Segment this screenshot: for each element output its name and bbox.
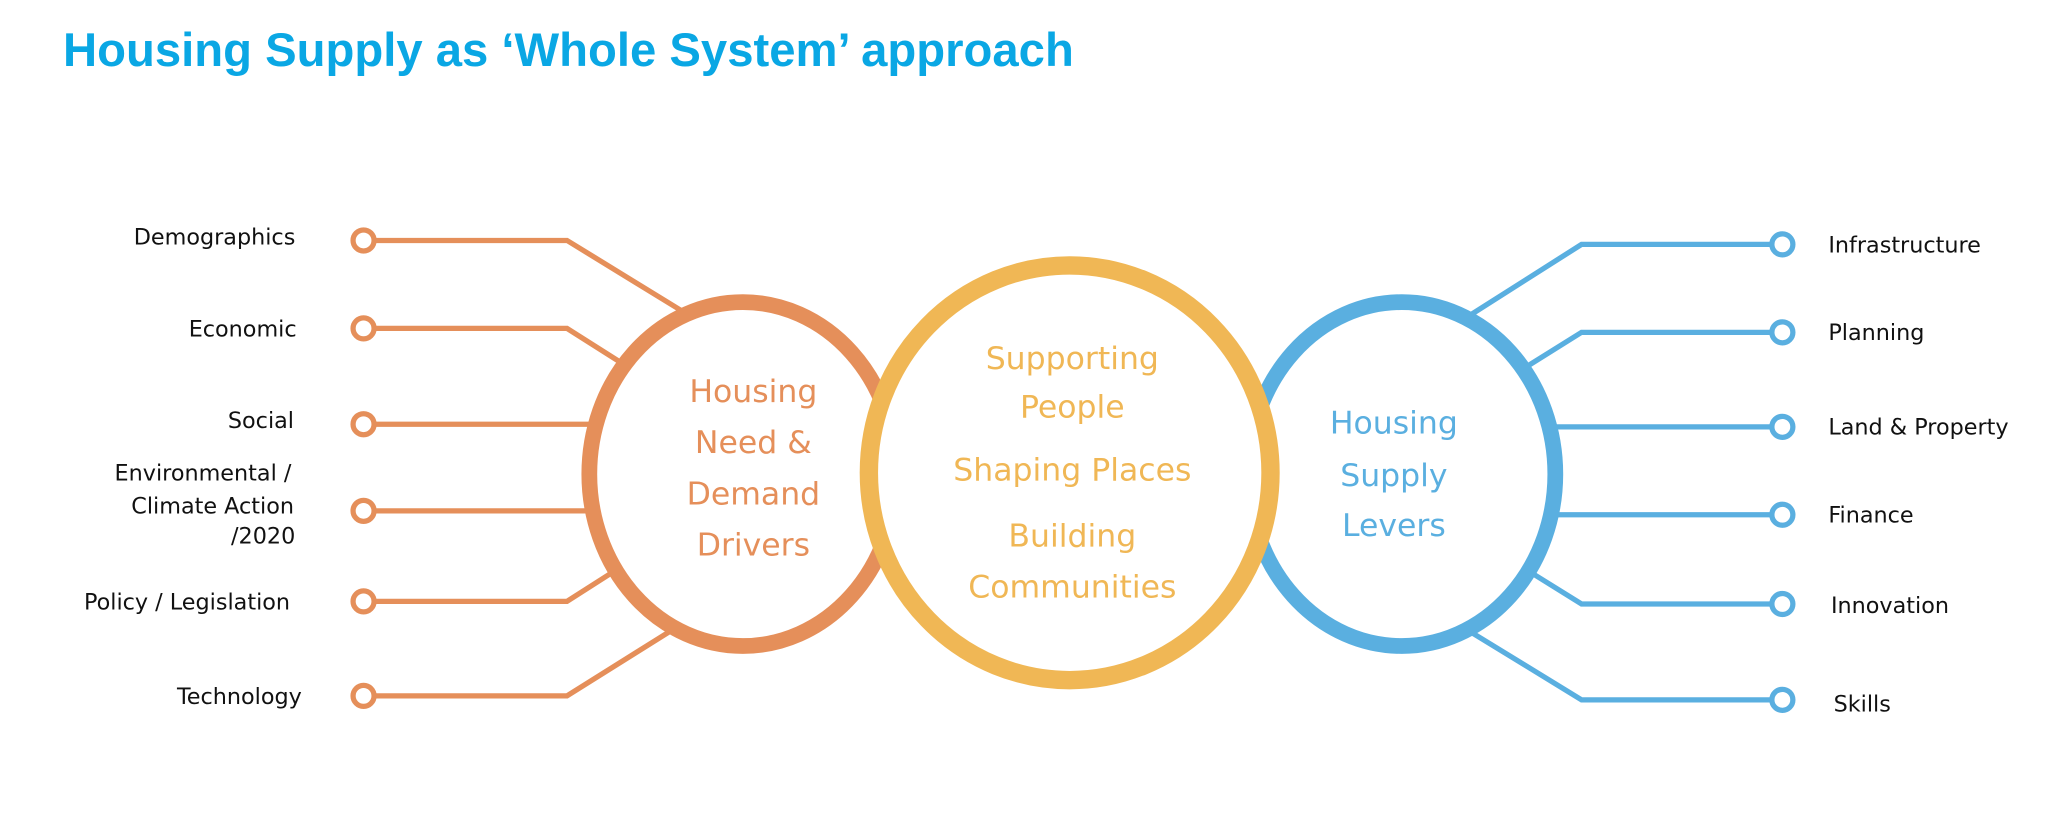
left-connectors [350, 227, 684, 709]
node-icon [1769, 501, 1796, 528]
circle-text: Demand [687, 476, 821, 512]
label-land-property: Land & Property [1828, 415, 2008, 441]
label-innovation: Innovation [1831, 593, 1949, 619]
label-technology: Technology [176, 684, 302, 710]
label-demographics: Demographics [134, 224, 296, 250]
connector-economic [374, 325, 623, 365]
connector-skills [1468, 629, 1772, 703]
node-icon [350, 227, 377, 254]
node-icon [1769, 319, 1796, 346]
circle-text: People [1020, 390, 1125, 426]
node-icon [350, 315, 377, 342]
label-policy-legislation: Policy / Legislation [84, 589, 290, 615]
supply-levers-label: Housing Supply Levers [1330, 405, 1458, 543]
connector-infrastructure [1468, 241, 1772, 318]
outcomes-label: Supporting People Shaping Places Buildin… [953, 341, 1191, 605]
node-icon [350, 682, 377, 709]
circle-text: Building [1008, 518, 1136, 554]
circle-text: Supporting [986, 341, 1159, 377]
node-icon [1769, 590, 1796, 618]
need-demand-circle [581, 294, 905, 654]
need-demand-label: Housing Need & Demand Drivers [687, 374, 821, 564]
connector-planning [1527, 329, 1772, 368]
driver-labels: Demographics Economic Social Environment… [84, 224, 302, 709]
circle-text: Levers [1342, 508, 1446, 544]
node-icon [1769, 413, 1796, 440]
node-icon [1769, 231, 1796, 258]
node-icon [350, 411, 377, 438]
connector-innovation [1531, 571, 1772, 607]
circle-text: Shaping Places [953, 453, 1191, 489]
label-2020: /2020 [231, 524, 295, 550]
label-economic: Economic [189, 316, 297, 342]
node-icon [350, 497, 377, 524]
circle-text: Need & [695, 425, 812, 461]
label-social: Social [228, 408, 294, 434]
node-icon [1769, 686, 1796, 713]
lever-labels: Infrastructure Planning Land & Property … [1828, 232, 2008, 717]
circle-text: Communities [968, 569, 1176, 605]
label-finance: Finance [1828, 503, 1913, 529]
node-icon [350, 588, 377, 615]
label-environmental: Environmental / [115, 461, 292, 487]
label-planning: Planning [1828, 320, 1924, 346]
right-connectors [1468, 231, 1796, 713]
connector-demographics [374, 237, 684, 314]
connector-policy [374, 568, 616, 604]
label-climate-action: Climate Action [131, 493, 294, 519]
connector-technology [374, 625, 678, 699]
circle-text: Drivers [697, 527, 810, 563]
label-infrastructure: Infrastructure [1828, 232, 1981, 258]
label-skills: Skills [1834, 692, 1891, 718]
circle-text: Housing [689, 374, 817, 410]
circle-text: Housing [1330, 405, 1458, 441]
outcomes-circle [859, 256, 1280, 690]
page-title: Housing Supply as ‘Whole System’ approac… [63, 24, 1074, 77]
circle-text: Supply [1340, 458, 1447, 494]
